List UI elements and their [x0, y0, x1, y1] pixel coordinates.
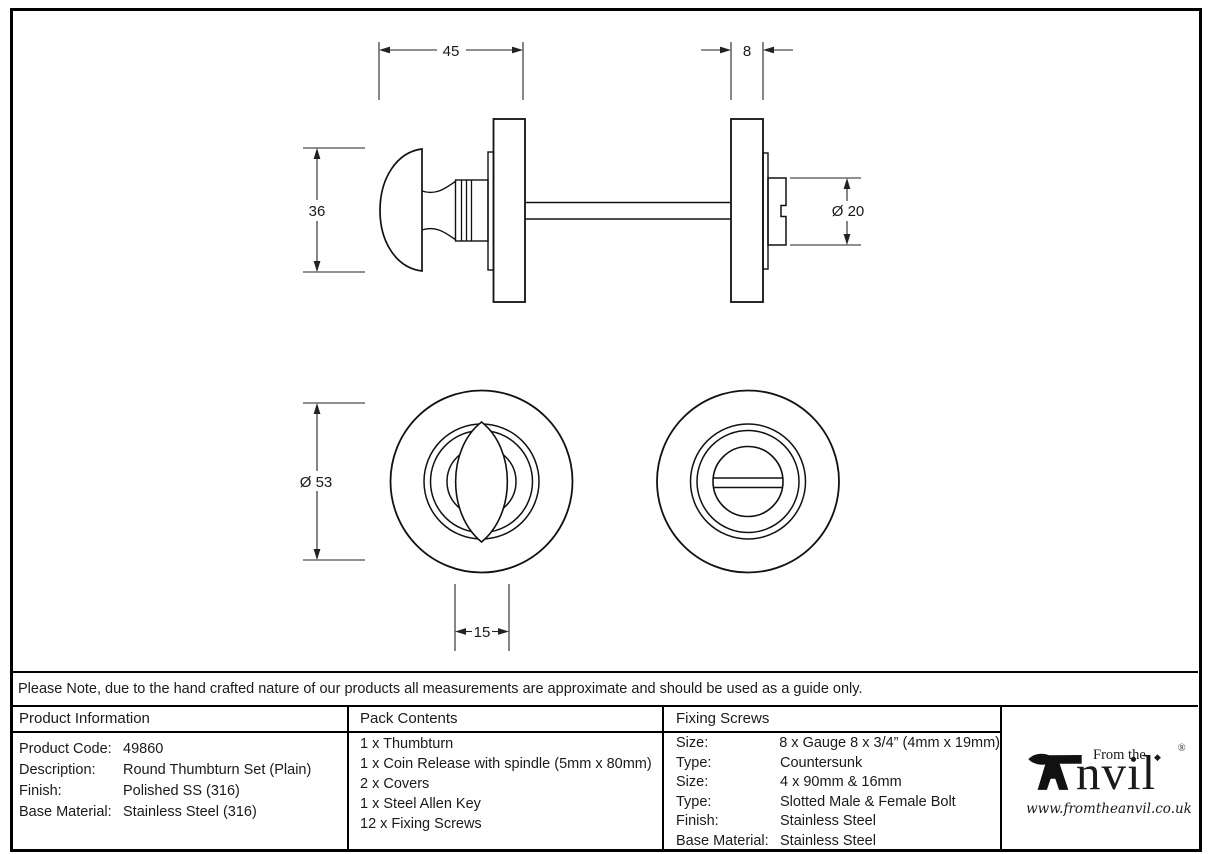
dim-label-15: 15 [474, 624, 491, 641]
dim-knob-height: 36 [303, 147, 365, 273]
thumbturn-lever [454, 420, 509, 544]
bolt-size-label: Size: [676, 774, 709, 790]
left-rose [492, 118, 526, 303]
dim-label-8: 8 [743, 43, 751, 60]
screw-size-value: 8 x Gauge 8 x 3/4” (4mm x 19mm) [779, 735, 1000, 751]
knob-dome [379, 148, 423, 272]
fixing-screws-column: Fixing Screws Size: 8 x Gauge 8 x 3/4” (… [664, 707, 1002, 849]
dim-label-36: 36 [309, 203, 326, 220]
table-row: Type: Countersunk [676, 754, 1000, 774]
brand-column: From the ◆ ® nvil www.fromtheanvil.co.uk [1002, 707, 1198, 849]
table-row: Size: 4 x 90mm & 16mm [676, 773, 1000, 793]
knob-neck-top [421, 180, 457, 194]
list-item: 1 x Steel Allen Key [360, 796, 481, 812]
table-row: Size: 8 x Gauge 8 x 3/4” (4mm x 19mm) [676, 734, 1000, 754]
table-row: Finish: Stainless Steel [676, 812, 1000, 832]
table-row: Product Code: 49860 [19, 739, 347, 760]
logo-tagline: From the [1093, 747, 1146, 763]
pack-contents-header: Pack Contents [349, 707, 662, 733]
measurement-note: Please Note, due to the hand crafted nat… [18, 681, 863, 697]
rose-outer-circle [389, 389, 574, 574]
registered-trademark-symbol: ® [1178, 743, 1186, 754]
finish-label: Finish: [19, 783, 62, 799]
sheet-border [10, 8, 1202, 852]
coin-release-button [712, 445, 784, 518]
table-row: Base Material: Stainless Steel (316) [19, 802, 347, 823]
right-rose [730, 118, 764, 303]
logo-website: www.fromtheanvil.co.uk [1026, 801, 1192, 817]
screw-base-material-value: Stainless Steel [780, 832, 876, 849]
screw-finish-label: Finish: [676, 813, 719, 829]
dim-label-dia53: Ø 53 [300, 474, 333, 491]
dim-overall-width: 45 [378, 42, 524, 100]
product-code-value: 49860 [123, 741, 164, 757]
front-view-thumbturn [389, 389, 574, 574]
product-code-label: Product Code: [19, 741, 112, 757]
side-view-thumbturn-set [379, 118, 787, 303]
from-the-anvil-logo: From the ◆ ® nvil www.fromtheanvil.co.uk [1026, 740, 1192, 824]
table-row: Base Material: Stainless Steel [676, 832, 1000, 850]
fixing-screws-header: Fixing Screws [664, 707, 1000, 733]
description-value: Round Thumbturn Set (Plain) [123, 762, 312, 778]
finish-value: Polished SS (316) [123, 783, 240, 799]
logo-brand-text: nvil [1076, 745, 1157, 800]
knob-neck-bottom [421, 227, 457, 241]
rose-outer-circle [656, 389, 840, 574]
anvil-icon [1028, 753, 1082, 790]
list-item: 2 x Covers [360, 776, 430, 792]
table-row: Type: Slotted Male & Female Bolt [676, 793, 1000, 813]
table-row: Finish: Polished SS (316) [19, 781, 347, 802]
spec-table: Product Information Product Code: 49860 … [13, 705, 1198, 849]
front-view-coin-release [656, 389, 840, 574]
table-row: Description: Round Thumbturn Set (Plain) [19, 760, 347, 781]
coin-release-knob-side [767, 177, 787, 246]
list-item: 1 x Coin Release with spindle (5mm x 80m… [360, 756, 652, 772]
screw-size-label: Size: [676, 735, 709, 751]
list-item: 1 x Thumbturn [360, 736, 454, 752]
cover-rim-circle [689, 423, 807, 540]
screw-type-value: Countersunk [780, 754, 863, 771]
measurement-note-row: Please Note, due to the hand crafted nat… [13, 671, 1198, 705]
list-item: 12 x Fixing Screws [360, 816, 482, 832]
product-information-column: Product Information Product Code: 49860 … [13, 707, 349, 849]
screw-finish-value: Stainless Steel [780, 813, 876, 829]
bolt-type-value: Slotted Male & Female Bolt [780, 793, 956, 810]
base-material-label: Base Material: [19, 804, 112, 820]
dim-label-dia20: Ø 20 [832, 203, 865, 220]
dim-coin-release-dia: Ø 20 [790, 177, 871, 246]
product-information-header: Product Information [13, 707, 347, 733]
dim-rose-dia: Ø 53 [293, 402, 365, 561]
screw-base-material-label: Base Material: [676, 832, 769, 849]
cover-inner-circle [696, 429, 800, 534]
description-label: Description: [19, 762, 96, 778]
bolt-size-value: 4 x 90mm & 16mm [780, 774, 902, 790]
dim-knob-width: 15 [454, 584, 510, 651]
dim-rose-thickness: 8 [701, 42, 793, 100]
base-material-value: Stainless Steel (316) [123, 804, 257, 820]
bolt-type-label: Type: [676, 793, 712, 810]
screw-type-label: Type: [676, 754, 712, 771]
pack-contents-column: Pack Contents 1 x Thumbturn 1 x Coin Rel… [349, 707, 664, 849]
dim-label-45: 45 [443, 43, 460, 60]
logo-diamond-tittle: ◆ [1154, 753, 1161, 763]
